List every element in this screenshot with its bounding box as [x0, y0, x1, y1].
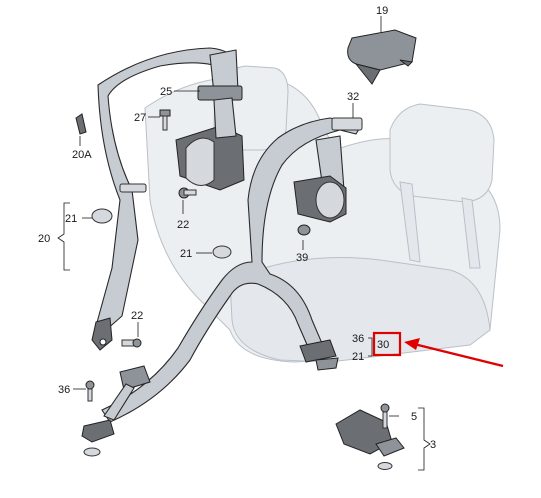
- bolt-36-left: [85, 380, 95, 402]
- bolt-27: [159, 109, 171, 131]
- label-20: 20: [38, 233, 50, 245]
- clip-20a: [75, 113, 87, 135]
- label-27: 27: [134, 112, 146, 124]
- label-21-mid: 21: [180, 248, 192, 260]
- bolt-22-top: [178, 187, 197, 199]
- bolt-22-low: [121, 338, 142, 348]
- label-20a: 20A: [72, 149, 92, 161]
- label-36-right: 36: [352, 333, 364, 345]
- cap-21-mid: [212, 245, 232, 259]
- label-30: 30: [377, 339, 389, 351]
- label-22-top: 22: [177, 219, 189, 231]
- label-32: 32: [347, 91, 359, 103]
- cover-cap: [347, 29, 417, 85]
- label-21-right: 21: [352, 351, 364, 363]
- label-3: 3: [430, 439, 436, 451]
- label-19: 19: [376, 5, 388, 17]
- right-retractor: [293, 175, 347, 236]
- label-5: 5: [411, 411, 417, 423]
- left-seat-belt: [91, 47, 235, 351]
- label-22-low: 22: [131, 310, 143, 322]
- label-25: 25: [160, 86, 172, 98]
- part-30-highlight: [372, 331, 504, 368]
- left-buckle: [81, 365, 151, 457]
- buckle-assembly: [335, 409, 405, 470]
- label-36-left: 36: [58, 384, 70, 396]
- right-headrest: [389, 103, 495, 269]
- label-21-left: 21: [65, 213, 77, 225]
- part-labels: 19 25 27 32 20A 21 20 22 21 39 22 36 36 …: [38, 5, 436, 451]
- leader-lines: [57, 16, 431, 471]
- label-39: 39: [296, 252, 308, 264]
- bolt-5: [380, 403, 390, 429]
- cap-21-left: [91, 208, 113, 224]
- belt-retractor: [175, 49, 245, 191]
